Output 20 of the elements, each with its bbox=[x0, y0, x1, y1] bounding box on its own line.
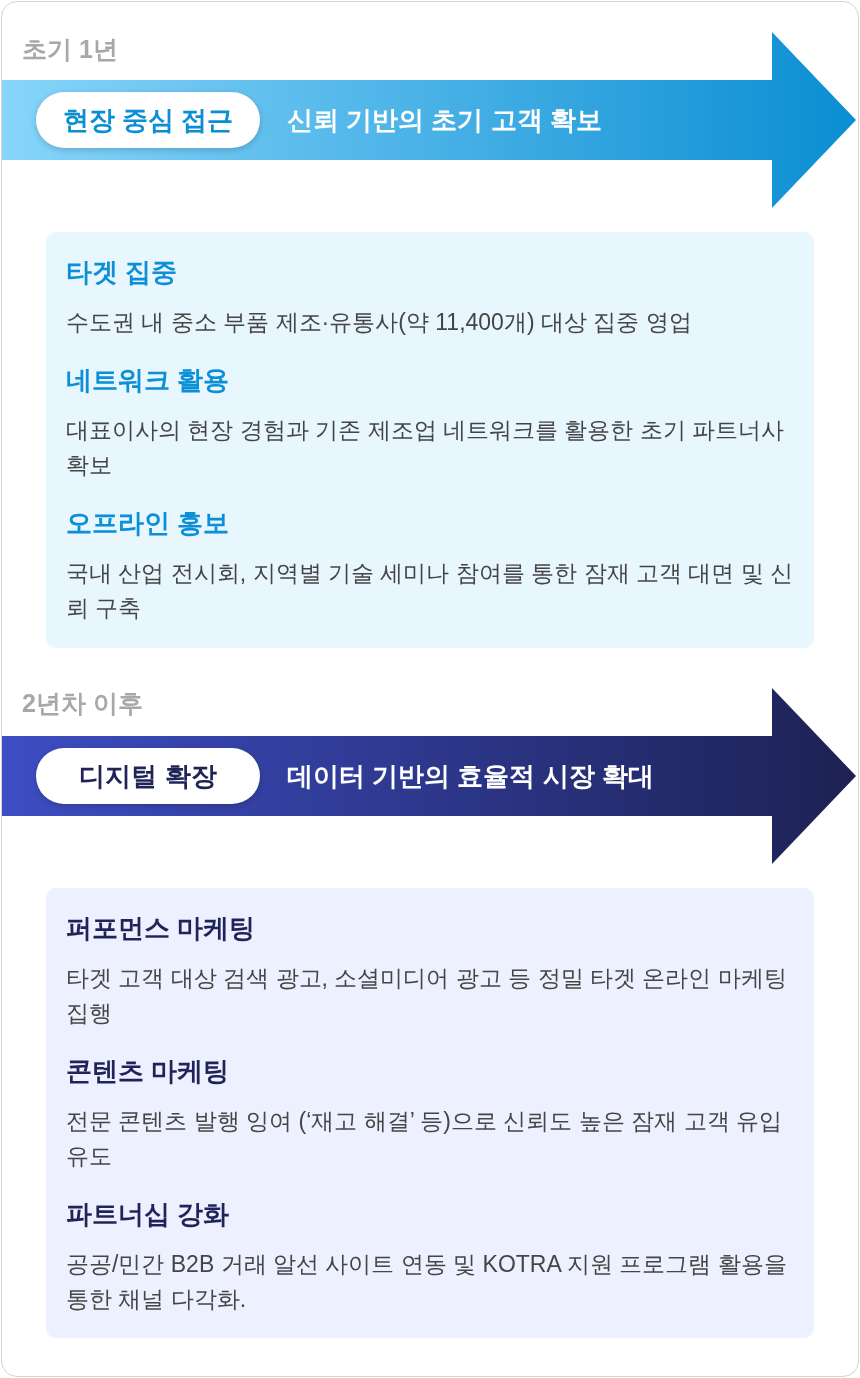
section-heading: 타겟 집중 bbox=[66, 257, 178, 287]
section-heading: 파트너십 강화 bbox=[66, 1199, 230, 1229]
phase-label: 초기 1년 bbox=[22, 34, 118, 64]
section-text: 타겟 고객 대상 검색 광고, 소셜미디어 광고 등 정밀 타겟 온라인 마케팅 집행 bbox=[66, 964, 788, 1028]
section-heading: 네트워크 활용 bbox=[66, 365, 230, 395]
phase-label: 2년차 이후 bbox=[22, 688, 143, 718]
section-heading: 퍼포먼스 마케팅 bbox=[66, 913, 256, 943]
stage-pill: 현장 중심 접근 bbox=[36, 92, 260, 148]
section-text: 대표이사의 현장 경험과 기존 제조업 네트워크를 활용한 초기 파트너사 확보 bbox=[66, 416, 786, 480]
section-heading: 콘텐츠 마케팅 bbox=[66, 1056, 230, 1086]
section-text: 전문 콘텐츠 발행 잉여 (‘재고 해결’ 등)으로 신뢰도 높은 잠재 고객 유입 유도 bbox=[66, 1107, 783, 1171]
stage-banner bbox=[2, 32, 856, 208]
banner-caption: 신뢰 기반의 초기 고객 확보 bbox=[287, 104, 602, 136]
section-text: 공공/민간 B2B 거래 알선 사이트 연동 및 KOTRA 지원 프로그램 활용을 통한 채널 다각화. bbox=[66, 1250, 788, 1314]
banner-caption: 데이터 기반의 효율적 시장 확대 bbox=[287, 760, 654, 792]
section-heading: 오프라인 홍보 bbox=[66, 508, 230, 538]
stage-banner bbox=[2, 688, 856, 864]
stage-pill: 디지털 확장 bbox=[36, 748, 260, 804]
section-text: 수도권 내 중소 부품 제조·유통사(약 11,400개) 대상 집중 영업 bbox=[66, 308, 693, 337]
section-text: 국내 산업 전시회, 지역별 기술 세미나 참여를 통한 잠재 고객 대면 및 신뢰 구축 bbox=[66, 559, 794, 623]
